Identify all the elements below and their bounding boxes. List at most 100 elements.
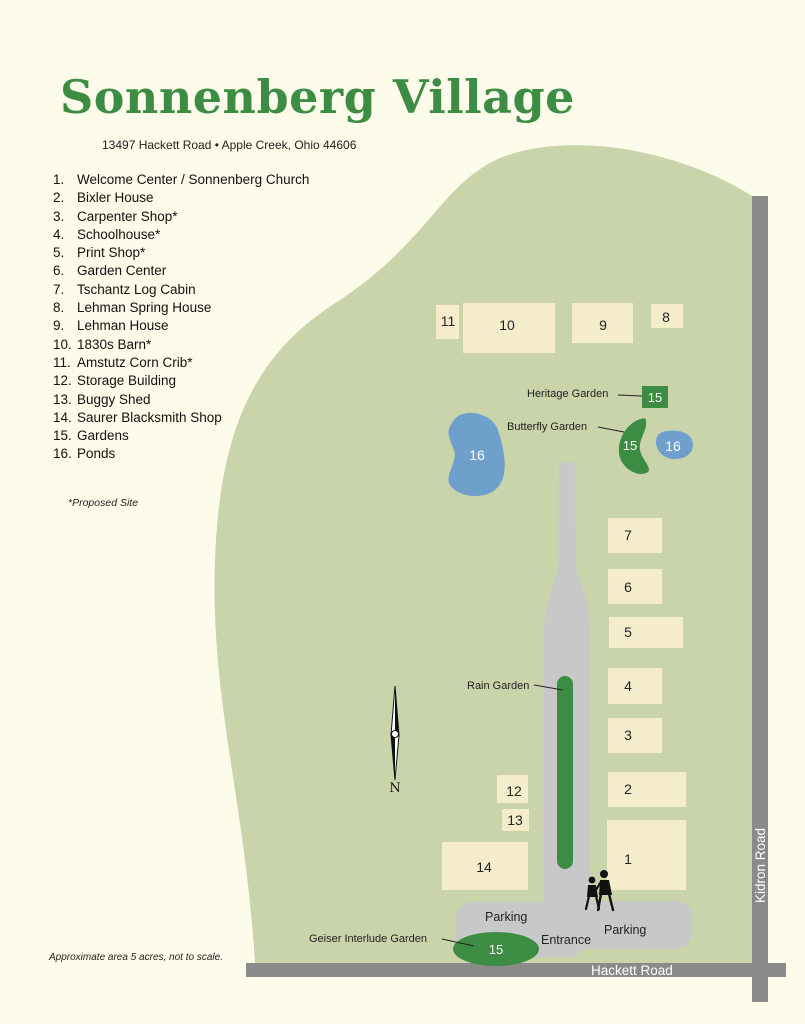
legend-item: 4. Schoolhouse* — [53, 226, 309, 244]
legend-item: 9.Lehman House — [53, 317, 309, 335]
building-13 — [502, 809, 529, 831]
legend-item: 11.Amstutz Corn Crib* — [53, 354, 309, 372]
legend-label: Buggy Shed — [77, 391, 151, 407]
legend-item: 8. Lehman Spring House — [53, 299, 309, 317]
legend-number: 6. — [53, 263, 65, 279]
building-number-8: 8 — [662, 309, 670, 325]
kidron-road — [752, 196, 768, 1002]
leader-lines — [441, 394, 643, 947]
legend-item: 2.Bixler House — [53, 189, 309, 207]
legend-item: 5. Print Shop* — [53, 244, 309, 262]
legend-item: 1.Welcome Center / Sonnenberg Church — [53, 171, 309, 189]
butterfly-garden-leader — [597, 426, 625, 433]
building-14 — [442, 842, 528, 890]
garden-number: 15 — [489, 942, 503, 957]
legend-number: 3. — [53, 208, 65, 224]
grounds-area — [214, 145, 752, 963]
building-number-9: 9 — [599, 317, 607, 333]
building-number-1: 1 — [624, 851, 632, 867]
legend-item: 14.Saurer Blacksmith Shop — [53, 409, 309, 427]
pond-number: 16 — [665, 438, 681, 454]
hackett-road — [246, 963, 786, 977]
heritage-garden — [642, 386, 668, 408]
building-10 — [463, 303, 555, 353]
legend-label: Welcome Center / Sonnenberg Church — [77, 172, 310, 187]
building-6 — [608, 569, 662, 604]
building-number-6: 6 — [624, 579, 632, 595]
building-number-5: 5 — [624, 624, 632, 640]
building-4 — [608, 668, 662, 704]
legend-label: Saurer Blacksmith Shop — [77, 409, 222, 425]
rain-garden — [557, 676, 573, 869]
building-numbers: 1 2 3 4 5 6 7 8 9 10 11 12 13 14 — [441, 309, 670, 875]
butterfly-garden — [618, 418, 649, 475]
legend-item: 15.Gardens — [53, 427, 309, 445]
area-labels: Heritage Garden Butterfly Garden Rain Ga… — [309, 388, 646, 947]
legend-item: 3.Carpenter Shop* — [53, 208, 309, 226]
north-arrow-icon — [390, 685, 400, 781]
legend-label: Schoolhouse* — [77, 226, 161, 242]
pedestrian-icon — [584, 870, 615, 912]
geiser-garden-leader — [441, 938, 475, 947]
legend-item: 10. 1830s Barn* — [53, 336, 309, 354]
legend-number: 15. — [53, 428, 72, 444]
legend-number: 4. — [53, 226, 65, 242]
legend-label: 1830s Barn* — [77, 336, 152, 352]
building-7 — [608, 518, 662, 553]
legend-number: 5. — [53, 245, 65, 261]
building-2 — [608, 772, 686, 807]
heritage-garden-label: Heritage Garden — [527, 388, 608, 400]
building-number-2: 2 — [624, 781, 632, 797]
butterfly-garden-label: Butterfly Garden — [507, 421, 587, 433]
legend-number: 10. — [53, 336, 72, 352]
legend-item: 12. Storage Building — [53, 372, 309, 390]
building-number-12: 12 — [506, 783, 522, 799]
legend-label: Lehman House — [77, 318, 169, 334]
address: 13497 Hackett Road • Apple Creek, Ohio 4… — [102, 138, 357, 152]
parking-label-right: Parking — [604, 923, 646, 937]
kidron-road-label: Kidron Road — [753, 828, 768, 903]
building-number-4: 4 — [624, 678, 632, 694]
legend-item: 7. Tschantz Log Cabin — [53, 281, 309, 299]
building-5 — [609, 617, 683, 648]
legend-item: 16.Ponds — [53, 445, 309, 463]
building-12 — [497, 775, 528, 803]
pond-large — [448, 412, 505, 497]
legend-label: Storage Building — [77, 373, 177, 389]
building-1 — [607, 820, 686, 890]
rain-garden-label: Rain Garden — [467, 680, 529, 692]
legend: 1.Welcome Center / Sonnenberg Church 2.B… — [53, 171, 309, 464]
heritage-garden-leader — [617, 394, 643, 397]
building-number-3: 3 — [624, 727, 632, 743]
legend-label: Bixler House — [77, 190, 154, 206]
legend-label: Tschantz Log Cabin — [77, 281, 196, 297]
building-8 — [651, 304, 683, 328]
building-number-10: 10 — [499, 317, 515, 333]
buildings — [436, 303, 686, 890]
building-11 — [436, 305, 459, 339]
hackett-road-label: Hackett Road — [591, 963, 673, 978]
building-3 — [608, 718, 662, 753]
building-number-14: 14 — [476, 859, 492, 875]
page-title: Sonnenberg Village — [60, 70, 575, 124]
garden-number: 15 — [623, 438, 637, 453]
legend-label: Print Shop* — [77, 245, 146, 261]
building-number-7: 7 — [624, 527, 632, 543]
legend-label: Lehman Spring House — [77, 300, 212, 316]
legend-number: 12. — [53, 373, 72, 389]
pond-number: 16 — [469, 447, 485, 463]
geiser-interlude-garden — [453, 932, 539, 966]
legend-label: Garden Center — [77, 263, 167, 279]
legend-label: Amstutz Corn Crib* — [77, 354, 193, 370]
parking-area-right — [540, 901, 692, 949]
geiser-garden-label: Geiser Interlude Garden — [309, 933, 427, 945]
pond-small — [655, 430, 693, 460]
legend-number: 8. — [53, 300, 65, 316]
proposed-site-note: *Proposed Site — [68, 497, 139, 509]
parking-label-left: Parking — [485, 910, 527, 924]
legend-number: 7. — [53, 281, 65, 297]
legend-label: Ponds — [77, 446, 116, 462]
legend-item: 13.Buggy Shed — [53, 391, 309, 409]
